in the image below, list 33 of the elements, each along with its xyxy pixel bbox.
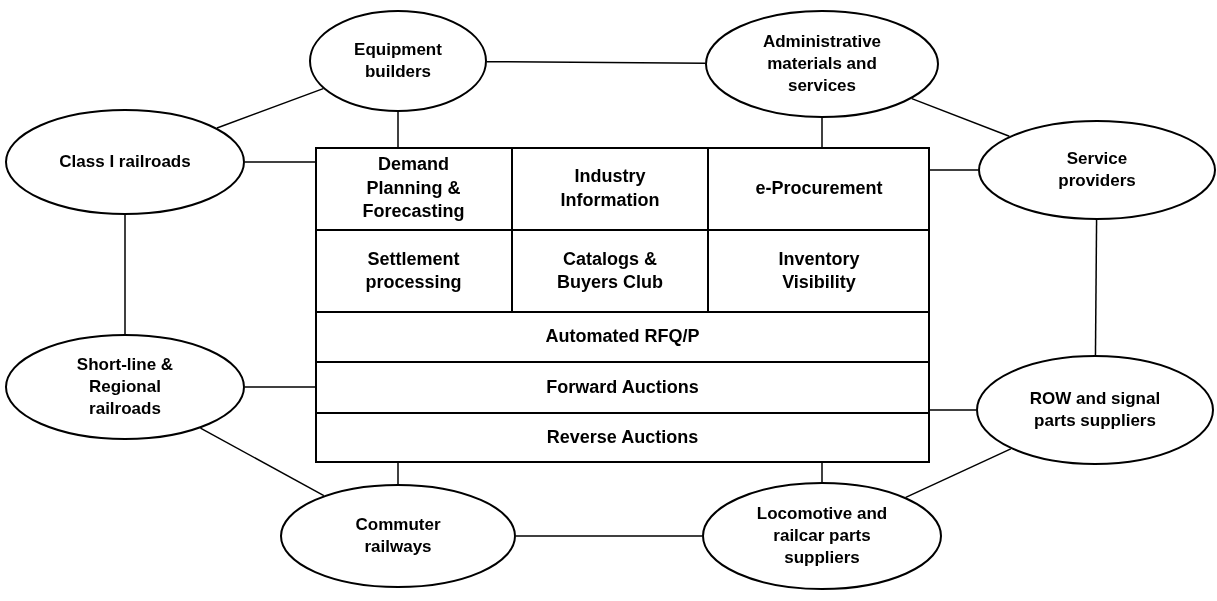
connector-line	[929, 169, 979, 171]
connector-line	[244, 161, 316, 163]
stakeholder-label: Equipment builders	[353, 38, 443, 83]
function-cell: e-Procurement	[708, 147, 930, 230]
function-cell: Industry Information	[512, 147, 708, 230]
connector-line	[397, 111, 399, 148]
stakeholder-label: Locomotive and railcar parts suppliers	[755, 502, 889, 570]
connector-line	[515, 535, 703, 537]
connector-line	[124, 214, 126, 335]
connector-line	[821, 117, 823, 148]
connector-line	[929, 409, 977, 411]
connector-line	[486, 60, 706, 64]
function-cell: Automated RFQ/P	[315, 312, 930, 362]
function-cell: Inventory Visibility	[708, 230, 930, 312]
connector-line	[911, 97, 1011, 137]
connector-line	[1094, 219, 1098, 356]
connector-line	[199, 427, 325, 497]
connector-line	[821, 462, 823, 483]
function-cell: Demand Planning & Forecasting	[315, 147, 512, 230]
stakeholder-label: Administrative materials and services	[761, 30, 883, 98]
stakeholder-label: Service providers	[1057, 147, 1137, 192]
stakeholder-label: Short-line & Regional railroads	[75, 353, 175, 421]
function-cell: Settlement processing	[315, 230, 512, 312]
connector-line	[216, 87, 324, 129]
function-cell: Forward Auctions	[315, 362, 930, 413]
connector-line	[397, 462, 399, 485]
connector-line	[905, 448, 1012, 499]
stakeholder-label: Commuter railways	[354, 513, 442, 558]
stakeholder-label: ROW and signal parts suppliers	[1028, 387, 1162, 432]
platform-box	[315, 147, 930, 463]
function-cell: Catalogs & Buyers Club	[512, 230, 708, 312]
connector-line	[244, 386, 316, 388]
stakeholder-label: Class I railroads	[59, 150, 191, 173]
